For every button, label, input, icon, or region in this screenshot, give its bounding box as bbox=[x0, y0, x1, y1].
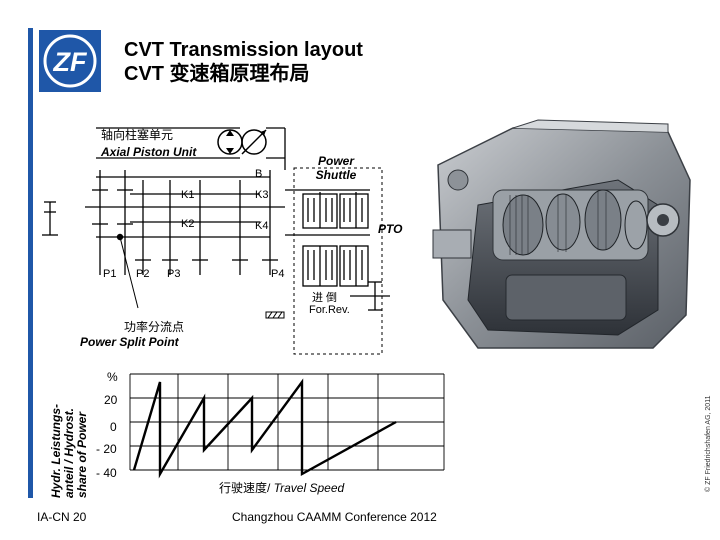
label-k4: K4 bbox=[255, 220, 269, 232]
label-b: B bbox=[255, 168, 263, 180]
label-p1: P1 bbox=[103, 268, 117, 280]
transmission-schematic bbox=[30, 110, 420, 360]
power-split-cn: 功率分流点 bbox=[124, 320, 185, 334]
axial-piston-en: Axial Piston Unit bbox=[101, 145, 197, 159]
label-pto: PTO bbox=[378, 222, 403, 236]
hydraulic-share-curve bbox=[132, 378, 397, 479]
graph-xlabel-en: Travel Speed bbox=[270, 481, 345, 495]
ytick-minus-20: - 20 bbox=[96, 442, 117, 456]
ytick-20: 20 bbox=[104, 393, 118, 407]
svg-text:ZF: ZF bbox=[53, 47, 88, 77]
motor-symbol bbox=[241, 129, 267, 155]
title-en: CVT Transmission layout bbox=[124, 39, 363, 61]
transmission-illustration bbox=[432, 119, 691, 349]
transmission-photo bbox=[418, 110, 696, 356]
graph-svg bbox=[129, 373, 445, 479]
schematic-drawing bbox=[42, 127, 390, 355]
label-power-shuttle: Power Shuttle bbox=[315, 154, 357, 182]
label-p3: P3 bbox=[167, 268, 181, 280]
graph-xlabel: 行驶速度/ Travel Speed bbox=[219, 479, 344, 496]
zf-logo: ZF bbox=[39, 30, 101, 92]
label-k3: K3 bbox=[255, 189, 269, 201]
ytick-0: 0 bbox=[110, 420, 117, 434]
power-split-en: Power Split Point bbox=[80, 335, 179, 349]
graph-unit: % bbox=[107, 370, 118, 384]
left-accent-bar bbox=[28, 28, 33, 498]
label-k2: K2 bbox=[181, 218, 195, 230]
label-p2: P2 bbox=[136, 268, 150, 280]
ytick-minus-40: - 40 bbox=[96, 466, 117, 480]
label-for-rev-en: For.Rev. bbox=[309, 304, 350, 316]
copyright: © ZF Friedrichshafen AG, 2011 bbox=[705, 395, 712, 492]
axial-piston-cn: 轴向柱塞单元 bbox=[101, 128, 174, 142]
footer-center: Changzhou CAAMM Conference 2012 bbox=[232, 510, 437, 524]
graph-xlabel-cn: 行驶速度/ bbox=[219, 481, 271, 495]
title-cn: CVT 变速箱原理布局 bbox=[124, 63, 310, 85]
hydraulic-share-graph bbox=[128, 372, 446, 480]
graph-grid bbox=[129, 373, 445, 471]
label-k1: K1 bbox=[181, 189, 195, 201]
label-for-rev-cn: 进 倒 bbox=[312, 292, 338, 304]
power-shuttle-outline bbox=[293, 167, 383, 355]
zf-logo-icon: ZF bbox=[39, 30, 101, 92]
label-p4: P4 bbox=[271, 268, 285, 280]
graph-ylabel-line-3: share of Power bbox=[75, 411, 89, 498]
footer-left: IA-CN 20 bbox=[37, 510, 87, 524]
